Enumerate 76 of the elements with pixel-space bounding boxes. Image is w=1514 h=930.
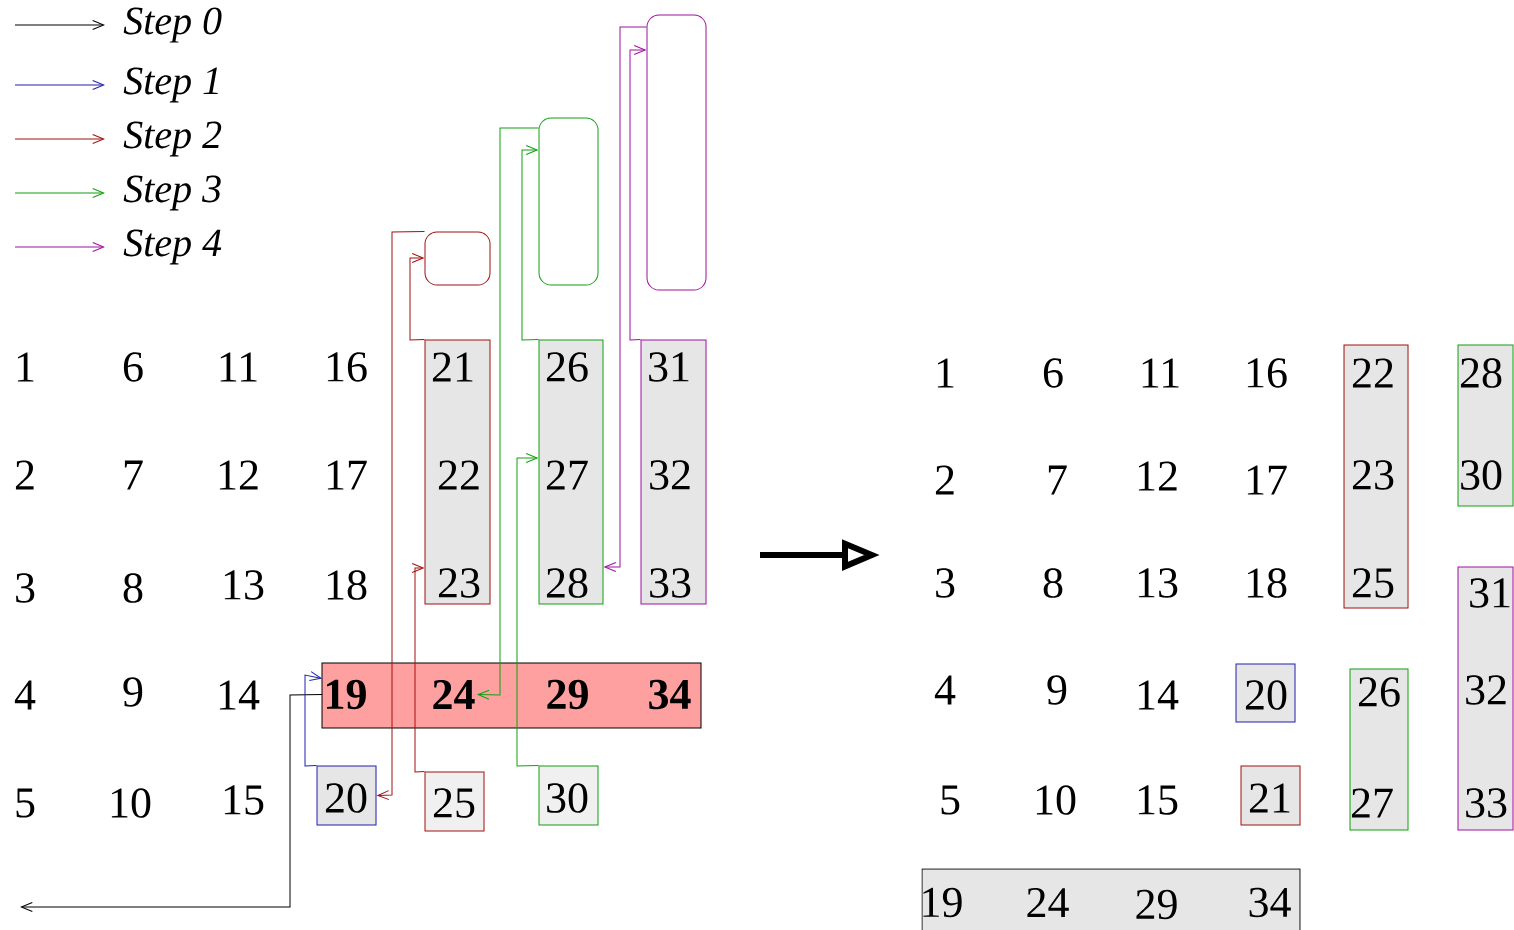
arrow — [516, 453, 539, 767]
number-label: 4 — [14, 680, 36, 710]
arrow — [477, 127, 539, 700]
number-label: 17 — [327, 460, 367, 490]
legend-entry: Step 4 — [14, 229, 222, 265]
number-box: 31 32 33 — [1457, 566, 1514, 831]
number-label: 14 — [219, 680, 260, 710]
number-box: 20 — [1235, 663, 1296, 723]
number-label: 18 — [327, 570, 367, 600]
number-label: 1 — [17, 352, 34, 382]
number-label: 12 — [219, 460, 258, 490]
number-label: 34 — [649, 679, 691, 710]
number-label: 8 — [123, 573, 143, 603]
number-box: 30 — [538, 765, 599, 826]
number-label: 24 — [433, 679, 475, 710]
highlight-bar — [921, 868, 1301, 930]
number-label: 3 — [16, 573, 35, 603]
number-box: 21 22 23 — [424, 339, 491, 605]
number-label: 16 — [327, 352, 367, 382]
number-label: 12 — [1138, 461, 1177, 491]
number-label: 1 — [937, 358, 954, 388]
arrow — [409, 253, 425, 341]
arrow — [629, 45, 646, 341]
number-label: 18 — [1247, 568, 1287, 598]
number-label: 24 — [1027, 887, 1069, 918]
highlight-bar — [321, 662, 702, 729]
legend-entry: Step 3 — [14, 175, 221, 211]
number-label: 9 — [123, 677, 143, 707]
number-label: 19 — [923, 887, 962, 918]
number-label: 2 — [15, 460, 34, 490]
number-label: 16 — [1247, 358, 1287, 388]
number-label: 29 — [1136, 889, 1177, 920]
number-label: 14 — [1138, 680, 1179, 710]
arrow — [411, 563, 425, 773]
number-label: 7 — [1048, 465, 1067, 495]
arrow — [20, 694, 323, 912]
arrow — [304, 671, 322, 767]
number-label: 34 — [1249, 887, 1291, 918]
arrow — [521, 145, 539, 341]
number-label: 19 — [327, 679, 366, 710]
arrow — [377, 231, 425, 801]
number-box: 26 27 28 — [538, 339, 604, 605]
legend-entry: Step 0 — [14, 7, 222, 43]
legend-entry: Step 2 — [14, 121, 222, 157]
number-label: 11 — [220, 352, 257, 382]
number-label: 11 — [1142, 358, 1179, 388]
number-label: 15 — [1138, 785, 1178, 815]
number-box: 21 — [1240, 765, 1301, 826]
number-label: 6 — [123, 352, 143, 382]
number-box: 28 30 — [1457, 344, 1514, 507]
number-box: 20 — [316, 765, 377, 826]
number-box: 26 27 — [1349, 668, 1409, 831]
number-box: 22 23 25 — [1343, 344, 1409, 609]
number-label: 10 — [1036, 785, 1076, 815]
number-label: 6 — [1043, 358, 1063, 388]
number-label: 4 — [934, 675, 956, 705]
number-box: 25 — [424, 771, 485, 832]
number-label: 5 — [941, 785, 960, 815]
number-box: 31 32 33 — [640, 339, 707, 605]
empty-rounded-box — [538, 117, 599, 286]
arrow — [604, 26, 647, 572]
legend-entry: Step 1 — [14, 67, 218, 103]
number-label: 3 — [936, 568, 955, 598]
number-label: 9 — [1047, 675, 1067, 705]
number-label: 8 — [1043, 568, 1063, 598]
number-label: 5 — [16, 788, 35, 818]
empty-rounded-box — [424, 231, 491, 286]
number-label: 17 — [1247, 465, 1287, 495]
number-label: 10 — [111, 788, 151, 818]
number-label: 2 — [935, 465, 954, 495]
number-label: 13 — [1138, 568, 1178, 598]
number-label: 29 — [547, 679, 588, 710]
number-label: 7 — [124, 460, 143, 490]
number-label: 13 — [224, 570, 264, 600]
number-label: 15 — [224, 785, 264, 815]
empty-rounded-box — [646, 14, 707, 291]
